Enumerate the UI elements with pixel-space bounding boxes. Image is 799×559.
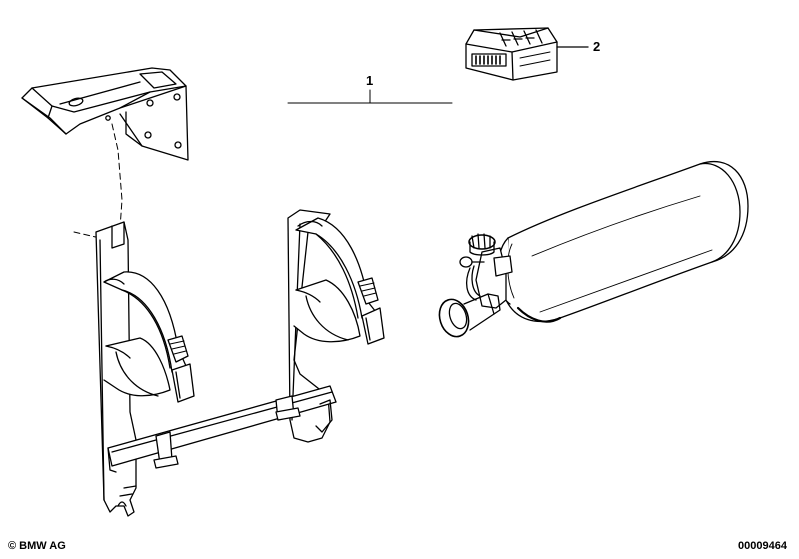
- control-module-part: [465, 27, 558, 81]
- callout-part-2: 2: [593, 39, 601, 54]
- upper-mounting-bracket: [21, 67, 189, 161]
- leader-line-part-1: [287, 89, 453, 104]
- fire-extinguisher-bottle: [438, 160, 749, 338]
- extinguisher-holder-frame: [95, 209, 385, 517]
- callout-part-1: 1: [366, 73, 374, 88]
- assembly-guide-line: [111, 123, 123, 229]
- copyright-notice: © BMW AG: [8, 540, 66, 552]
- drawing-number: 00009464: [738, 540, 787, 552]
